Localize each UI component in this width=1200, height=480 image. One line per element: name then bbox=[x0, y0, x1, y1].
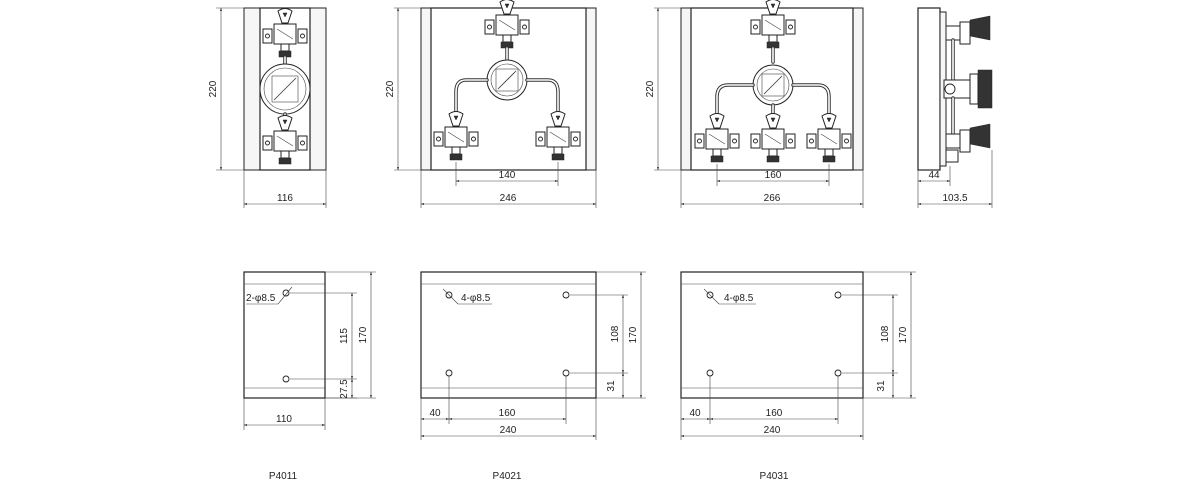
p4021-front-view bbox=[420, 0, 597, 171]
p4021-holes-label: 4-φ8.5 bbox=[461, 293, 491, 304]
p4031-pitch-label: 108 bbox=[880, 325, 891, 342]
p4011-height-label: 220 bbox=[208, 80, 219, 97]
p4021-width-label: 246 bbox=[500, 193, 517, 204]
model-label-p4031: P4031 bbox=[760, 471, 789, 480]
side-offset-dimension: 44 bbox=[917, 166, 951, 208]
p4031-spacing-dimension: 160 bbox=[716, 164, 830, 186]
p4021-hole-bottom-left bbox=[445, 369, 453, 377]
p4031-left-offset-dimension: 40 bbox=[680, 376, 711, 440]
p4021-bottom-offset-dimension: 31 bbox=[596, 372, 628, 399]
side-view bbox=[917, 7, 993, 171]
p4011-width-dimension: 116 bbox=[243, 170, 327, 208]
p4031-hole-bottom-left bbox=[706, 369, 714, 377]
p4011-bottom-offset-dimension: 27.5 bbox=[325, 378, 357, 399]
p4021-hole-top-right bbox=[562, 291, 570, 299]
p4011-plate-width-label: 110 bbox=[276, 414, 292, 425]
p4031-hole-callout: 4-φ8.5 bbox=[703, 288, 756, 305]
side-depth-label: 103.5 bbox=[942, 193, 967, 204]
p4021-spacing-dimension: 160 bbox=[448, 376, 567, 424]
p4031-holes-label: 4-φ8.5 bbox=[724, 293, 754, 304]
p4031-mounting-plate bbox=[680, 271, 864, 399]
p4021-left-offset-dimension: 40 bbox=[420, 376, 450, 440]
p4031-pitch-dimension: 108 bbox=[842, 294, 898, 374]
p4031-left-offset-label: 40 bbox=[689, 408, 701, 419]
p4021-hole-callout: 4-φ8.5 bbox=[442, 288, 492, 305]
p4031-height-label: 220 bbox=[645, 80, 656, 97]
side-offset-label: 44 bbox=[928, 170, 940, 181]
p4011-bottom-offset-label: 27.5 bbox=[339, 379, 350, 399]
p4021-plate-width-dimension: 240 bbox=[420, 398, 597, 440]
p4011-plate-height-label: 170 bbox=[358, 326, 369, 343]
p4021-pitch-dimension: 108 bbox=[570, 294, 628, 374]
p4021-height-dimension: 220 bbox=[385, 7, 421, 171]
p4011-width-label: 116 bbox=[277, 193, 293, 204]
p4021-spacing-dimension: 140 bbox=[455, 162, 559, 186]
p4031-plate-height-dimension: 170 bbox=[863, 271, 916, 399]
side-depth-dimension: 103.5 bbox=[917, 150, 993, 208]
p4021-plate-height-dimension: 170 bbox=[596, 271, 646, 399]
p4031-height-dimension: 220 bbox=[645, 7, 681, 171]
p4011-plate-height-dimension: 170 bbox=[325, 271, 376, 399]
p4021-spacing-label: 140 bbox=[499, 170, 516, 181]
p4031-spacing-dimension: 160 bbox=[709, 376, 839, 424]
p4021-width-dimension: 246 bbox=[420, 170, 597, 208]
p4031-width-dimension: 266 bbox=[680, 170, 864, 208]
p4031-bottom-offset-dimension: 31 bbox=[863, 372, 898, 399]
p4031-spacing-label: 160 bbox=[766, 408, 783, 419]
model-label-p4021: P4021 bbox=[493, 471, 522, 480]
p4021-plate-width-label: 240 bbox=[500, 425, 517, 436]
p4011-height-dimension: 220 bbox=[208, 7, 244, 171]
p4011-hole-top bbox=[282, 289, 290, 297]
p4011-front-view bbox=[243, 7, 327, 171]
p4021-pitch-label: 108 bbox=[610, 325, 621, 342]
p4031-hole-bottom-right bbox=[834, 369, 842, 377]
p4031-hole-top-right bbox=[834, 291, 842, 299]
p4011-pitch-dimension: 115 bbox=[290, 292, 357, 380]
p4021-mounting-plate bbox=[420, 271, 597, 399]
p4031-plate-width-label: 240 bbox=[764, 425, 781, 436]
p4021-plate-height-label: 170 bbox=[628, 326, 639, 343]
p4031-front-view bbox=[680, 0, 864, 171]
p4011-plate-width-dimension: 110 bbox=[243, 398, 326, 430]
p4031-bottom-offset-label: 31 bbox=[876, 380, 887, 392]
p4011-hole-callout: 2-φ8.5 bbox=[246, 286, 293, 305]
p4021-height-label: 220 bbox=[385, 80, 396, 97]
p4021-spacing-label: 160 bbox=[499, 408, 516, 419]
model-label-p4011: P4011 bbox=[269, 471, 298, 480]
p4011-hole-bottom bbox=[282, 375, 290, 383]
p4031-plate-width-dimension: 240 bbox=[680, 398, 864, 440]
p4031-width-label: 266 bbox=[764, 193, 781, 204]
p4021-bottom-offset-label: 31 bbox=[606, 380, 617, 392]
p4011-pitch-label: 115 bbox=[339, 328, 350, 344]
p4021-hole-bottom-right bbox=[562, 369, 570, 377]
p4011-holes-label: 2-φ8.5 bbox=[246, 293, 276, 304]
p4021-left-offset-label: 40 bbox=[429, 408, 441, 419]
p4031-plate-height-label: 170 bbox=[898, 326, 909, 343]
p4031-spacing-label: 160 bbox=[765, 170, 782, 181]
